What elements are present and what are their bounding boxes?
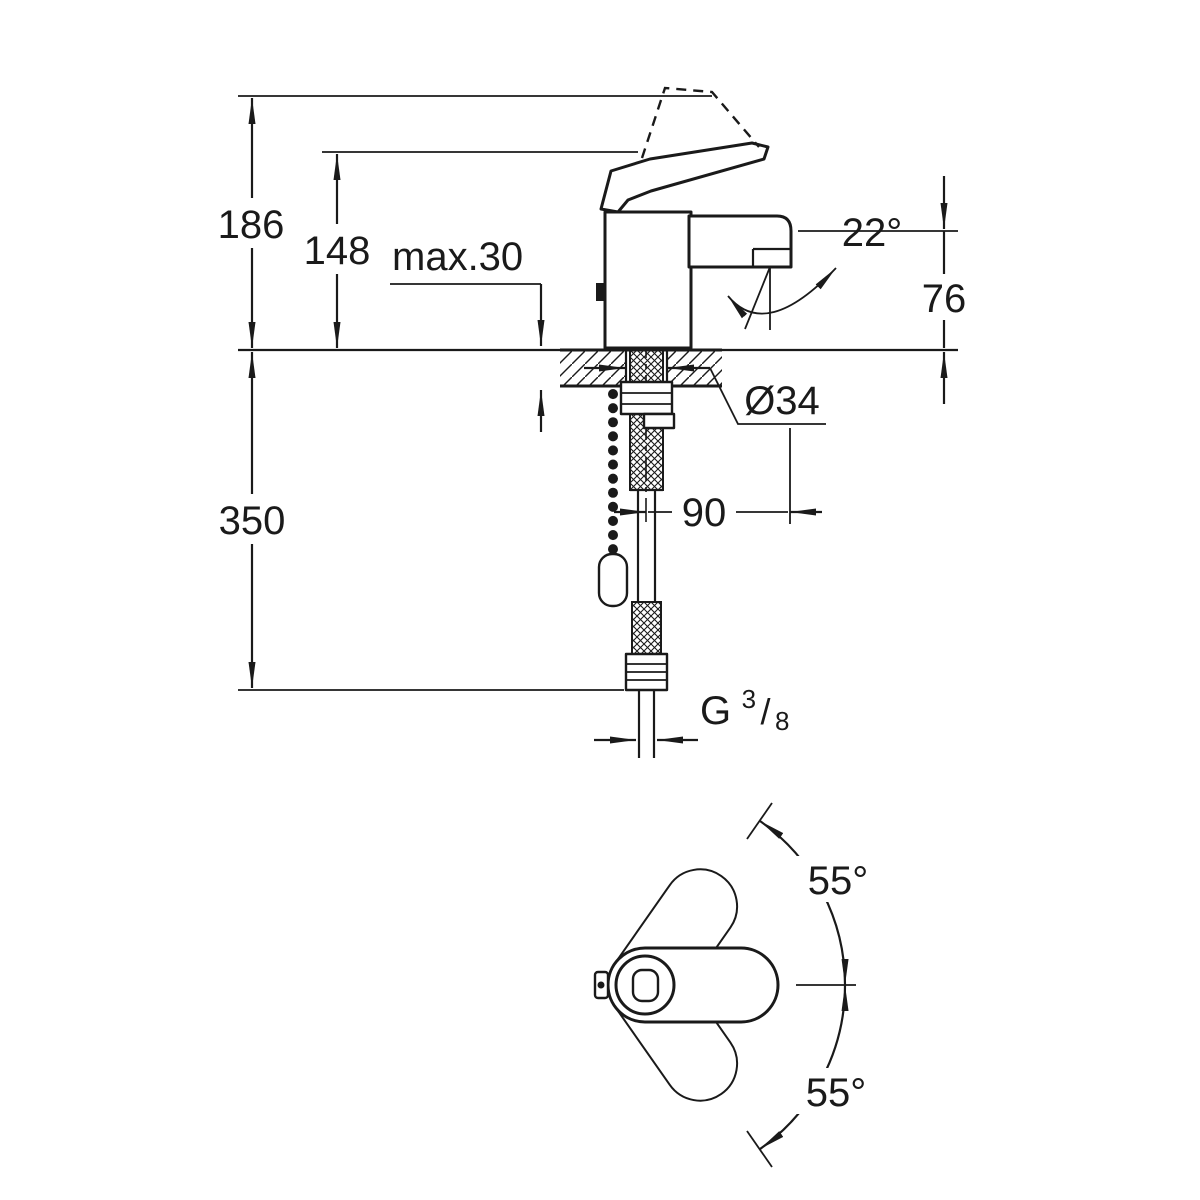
spout-angle-arc (727, 267, 837, 319)
dim-label-deck-thickness: max.30 (392, 235, 523, 279)
chain-pull-knob (597, 552, 629, 608)
dim-label-body-height: 148 (304, 229, 371, 273)
aerator (751, 247, 791, 267)
dim-label-spout-angle: 22° (842, 211, 903, 255)
dim-label-hose-length: 350 (219, 499, 286, 543)
faucet-side-view (596, 86, 793, 350)
dimensions-side-view: 186 148 max.30 22° 76 Ø34 350 (200, 98, 976, 744)
braided-hose-section (631, 601, 662, 657)
dim-label-swivel-upper: 55° (808, 859, 869, 903)
dim-label-spout-outlet-height: 76 (922, 277, 967, 321)
faucet-top-view (593, 868, 780, 1102)
faucet-spout (687, 214, 793, 269)
lever-handle (599, 141, 770, 214)
dim-label-total-height: 186 (218, 203, 285, 247)
swivel-arc-upper (759, 820, 849, 986)
spout-angle-lines (744, 266, 771, 330)
swivel-arc-lower (759, 984, 849, 1150)
lever-raised-dashed (640, 86, 760, 159)
cartridge-detail (631, 968, 660, 1003)
hose-stub (637, 690, 656, 758)
installation-parts (597, 349, 676, 758)
faucet-body (603, 210, 693, 350)
extension-lines (238, 95, 958, 691)
dim-label-swivel-lower: 55° (806, 1071, 867, 1115)
dim-label-thread: G 3 / 8 (700, 684, 789, 736)
dim-label-spout-reach: 90 (682, 491, 727, 535)
mounting-nut (619, 380, 674, 416)
dim-label-hole-diameter: Ø34 (744, 379, 820, 423)
temperature-stop (596, 283, 606, 301)
body-tab-dot (597, 981, 605, 989)
dimensions-top-view: 55° 55° (746, 802, 882, 1168)
nut-step (642, 412, 676, 430)
